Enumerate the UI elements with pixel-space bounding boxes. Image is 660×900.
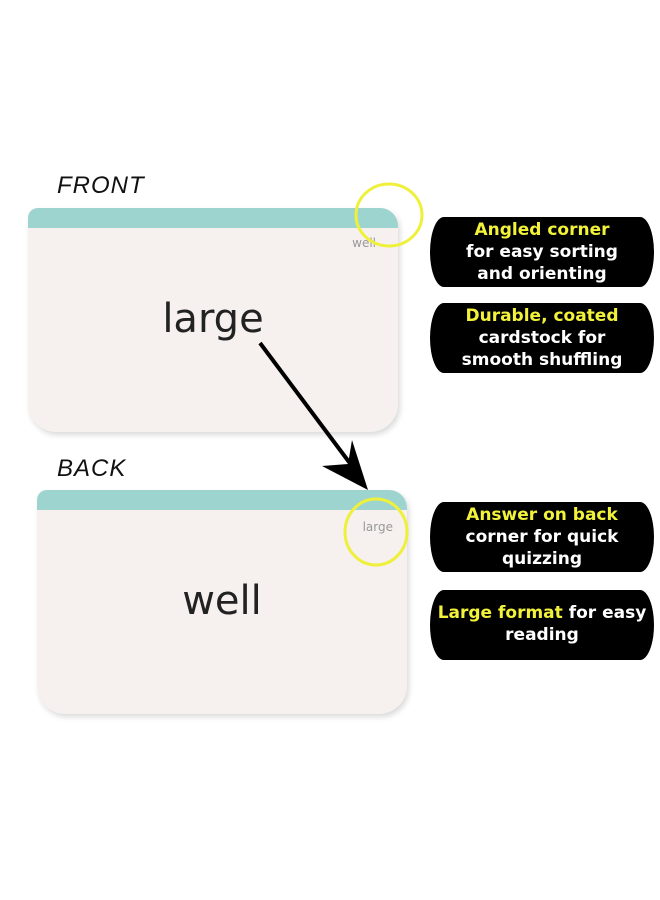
- front-card: well large: [28, 208, 398, 432]
- callout-large-format: Large format for easy reading: [430, 590, 654, 660]
- arrow-line: [258, 341, 357, 472]
- callout-text: for easy sorting and orienting: [466, 242, 618, 284]
- highlight-circle-front: [354, 182, 424, 248]
- card-band: [28, 208, 398, 228]
- callout-text: corner for quick quizzing: [465, 527, 619, 569]
- callout-text: cardstock for smooth shuffling: [461, 328, 623, 370]
- highlight-circle-back: [343, 497, 409, 567]
- arrow-head: [322, 440, 368, 490]
- corner-word: large: [362, 520, 393, 534]
- back-label: BACK: [57, 455, 127, 482]
- card-band: [37, 490, 407, 510]
- callout-highlight: Angled corner: [474, 220, 610, 240]
- card-word: large: [162, 296, 264, 342]
- callout-text: for easy reading: [505, 603, 647, 645]
- callout-highlight: Durable, coated: [465, 306, 619, 326]
- callout-highlight: Large format: [437, 603, 563, 623]
- callout-highlight: Answer on back: [466, 505, 618, 525]
- front-label: FRONT: [57, 172, 145, 199]
- card-word: well: [182, 578, 262, 624]
